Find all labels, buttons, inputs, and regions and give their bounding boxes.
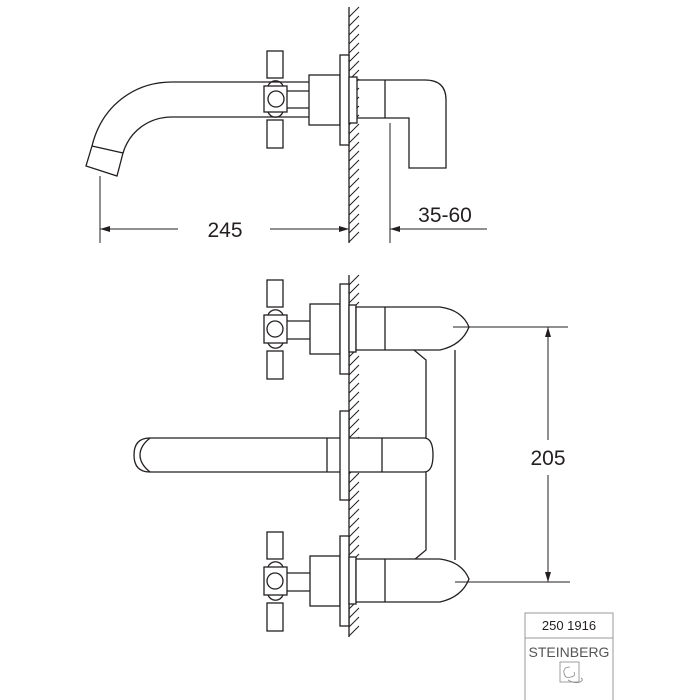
title-block: 250 1916 STEINBERG: [524, 612, 614, 700]
wall-flange: [339, 283, 350, 375]
dimension-245: 245: [99, 176, 349, 243]
center-spout: [133, 437, 434, 473]
wall-hatching: [348, 6, 360, 243]
dimension-label-35-60: 35-60: [418, 204, 472, 227]
valve-body: [309, 555, 341, 607]
dimension-label-245: 245: [207, 219, 242, 242]
wall-flange: [339, 54, 350, 146]
valve-body: [308, 74, 341, 126]
side-view: 245 35-60: [85, 6, 487, 243]
cold-valve: [263, 531, 470, 632]
handle-arm: [266, 350, 284, 380]
handle-arm: [266, 602, 284, 632]
spout-top-curve: [91, 81, 309, 147]
valve-body: [309, 303, 341, 355]
dimension-label-205: 205: [530, 447, 565, 470]
concealed-body: [357, 79, 447, 169]
dimension-35-60: 35-60: [389, 123, 487, 243]
dimension-205: 205: [453, 326, 570, 583]
cross-handle: [263, 50, 309, 149]
wall-sleeve: [348, 556, 357, 605]
article-number: 250 1916: [542, 618, 596, 633]
brand-name: STEINBERG: [529, 644, 610, 660]
spout-bottom-curve: [122, 116, 309, 154]
valve-outlet: [355, 558, 470, 603]
hot-valve: [263, 279, 470, 380]
top-view: 205: [133, 274, 570, 637]
handle-arm: [266, 531, 284, 560]
wall-flange: [339, 535, 350, 627]
spout-aerator: [85, 145, 124, 177]
hatch-lines: [348, 6, 360, 243]
steinberg-logo-icon: [559, 661, 583, 684]
spout-flange: [339, 410, 350, 501]
handle-arm: [266, 279, 284, 308]
wall-sleeve: [348, 304, 357, 353]
connector-pipe: [413, 349, 427, 561]
wall-sleeve: [348, 76, 358, 124]
valve-outlet: [355, 306, 470, 351]
